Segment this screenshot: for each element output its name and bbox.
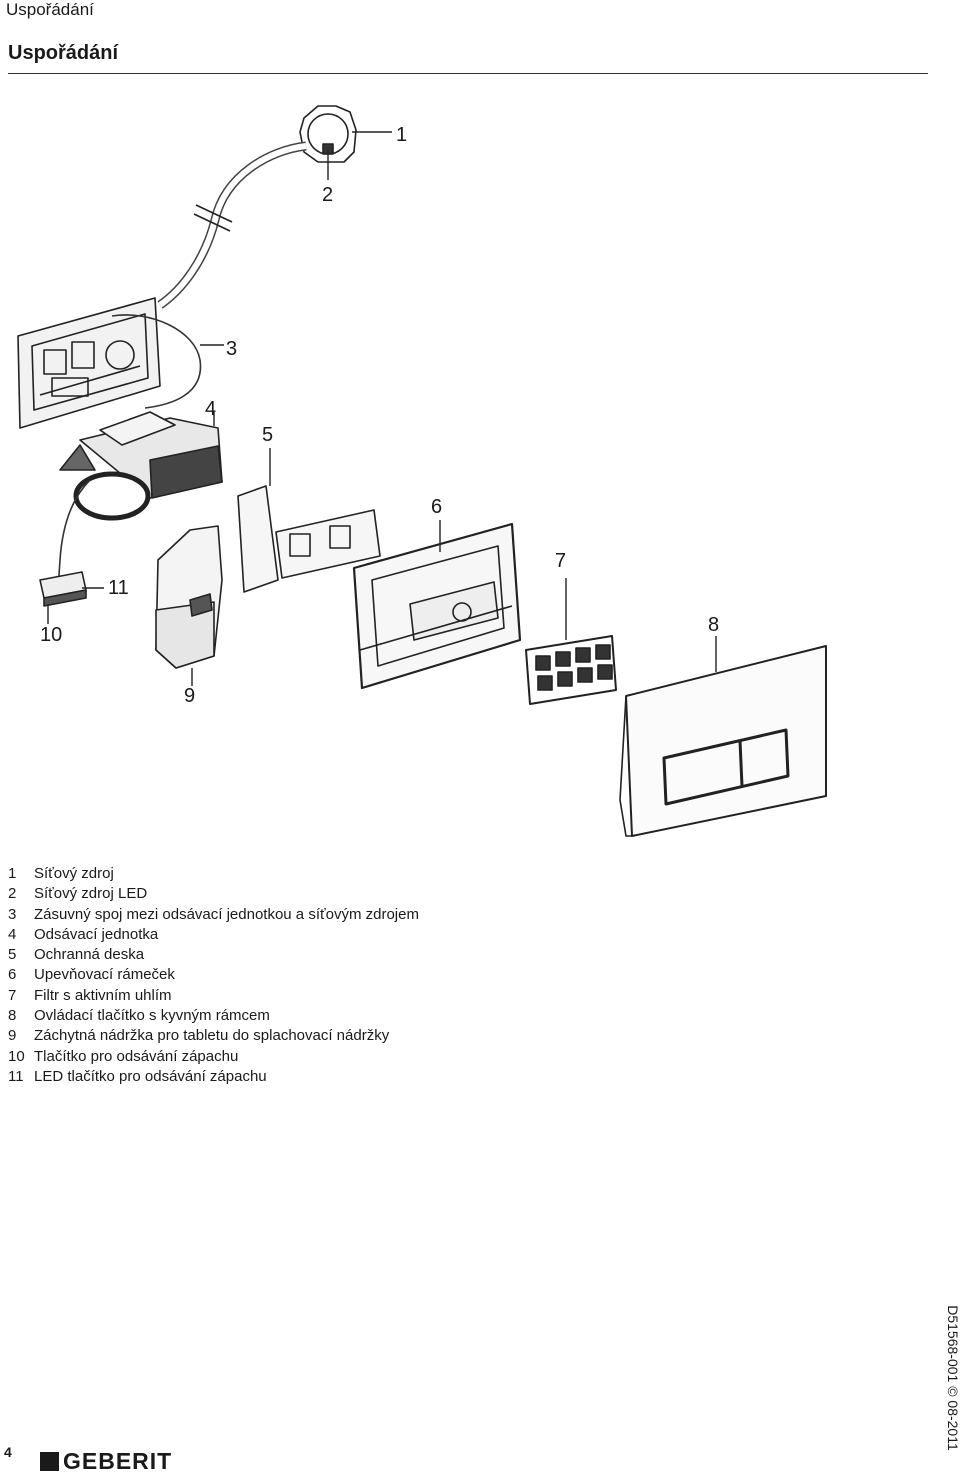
legend-number: 7: [8, 986, 17, 1004]
legend-number: 11: [8, 1067, 24, 1085]
legend-text: Filtr s aktivním uhlím: [34, 986, 172, 1004]
callout-9: 9: [184, 685, 196, 707]
legend-item: 10 Tlačítko pro odsávání zápachu: [8, 1047, 419, 1067]
legend-text: Ochranná deska: [34, 946, 145, 964]
legend-text: Síťový zdroj LED: [34, 885, 148, 903]
callout-1: 1: [396, 124, 408, 146]
callout-5: 5: [262, 424, 274, 446]
callout-3: 3: [226, 338, 238, 360]
legend-item: 4 Odsávací jednotka: [8, 925, 419, 945]
led-button-drawing: [39, 571, 87, 607]
legend-text: Odsávací jednotka: [34, 925, 159, 943]
legend-text: Zásuvný spoj mezi odsávací jednotkou a s…: [34, 905, 419, 923]
carbon-filter-drawing: [525, 635, 617, 705]
legend-text: Tlačítko pro odsávání zápachu: [34, 1047, 239, 1065]
page-number: 4: [4, 1444, 12, 1460]
legend-number: 2: [8, 885, 17, 903]
legend-number: 6: [8, 966, 17, 984]
legend-number: 3: [8, 905, 17, 923]
legend-number: 5: [8, 946, 17, 964]
legend-item: 7 Filtr s aktivním uhlím: [8, 986, 419, 1006]
legend-item: 6 Upevňovací rámeček: [8, 965, 419, 985]
legend-number: 10: [8, 1047, 25, 1065]
callout-6: 6: [431, 496, 443, 518]
legend-item: 9 Záchytná nádržka pro tabletu do splacho…: [8, 1026, 419, 1046]
legend-item: 3 Zásuvný spoj mezi odsávací jednotkou a …: [8, 905, 419, 925]
legend-text: Upevňovací rámeček: [34, 966, 175, 984]
logo-square-icon: [40, 1451, 59, 1471]
legend-text: Ovládací tlačítko s kyvným rámcem: [34, 1007, 270, 1025]
geberit-logo: GEBERIT: [40, 1448, 190, 1474]
legend-item: 8 Ovládací tlačítko s kyvným rámcem: [8, 1006, 419, 1026]
legend-number: 4: [8, 925, 17, 943]
legend-item: 2 Síťový zdroj LED: [8, 884, 419, 904]
legend-item: 5 Ochranná deska: [8, 945, 419, 965]
legend-item: 1 Síťový zdroj: [8, 864, 419, 884]
legend-number: 8: [8, 1007, 17, 1025]
title-divider: [8, 73, 928, 74]
section-title: Uspořádání: [8, 42, 119, 64]
parts-legend: 1 Síťový zdroj 2 Síťový zdroj LED 3 Zásuvný…: [8, 864, 419, 1087]
callout-8: 8: [708, 614, 720, 636]
legend-number: 9: [8, 1027, 17, 1045]
logo-wordmark: GEBERIT: [63, 1447, 173, 1474]
extraction-unit-drawing: [59, 411, 223, 521]
callout-4: 4: [205, 398, 217, 420]
exploded-assembly-drawing: [0, 80, 960, 850]
protective-plate-drawing: [237, 485, 381, 593]
callout-2: 2: [322, 184, 334, 206]
document-code: D51568-001 © 08-2011: [945, 1305, 960, 1451]
tablet-tank-drawing: [155, 525, 223, 669]
flush-panel-drawing: [17, 297, 161, 429]
legend-number: 1: [8, 865, 17, 882]
callout-7: 7: [555, 550, 567, 572]
callout-10: 10: [40, 624, 63, 646]
legend-text: Síťový zdroj: [34, 865, 114, 882]
running-header: Uspořádání: [6, 0, 94, 19]
actuator-plate-drawing: [619, 645, 827, 837]
legend-text: LED tlačítko pro odsávání zápachu: [34, 1067, 267, 1085]
legend-text: Záchytná nádržka pro tabletu do splachov…: [34, 1027, 390, 1045]
legend-item: 11 LED tlačítko pro odsávání zápachu: [8, 1067, 419, 1087]
callout-11: 11: [108, 577, 129, 599]
fixing-frame-drawing: [352, 522, 522, 690]
